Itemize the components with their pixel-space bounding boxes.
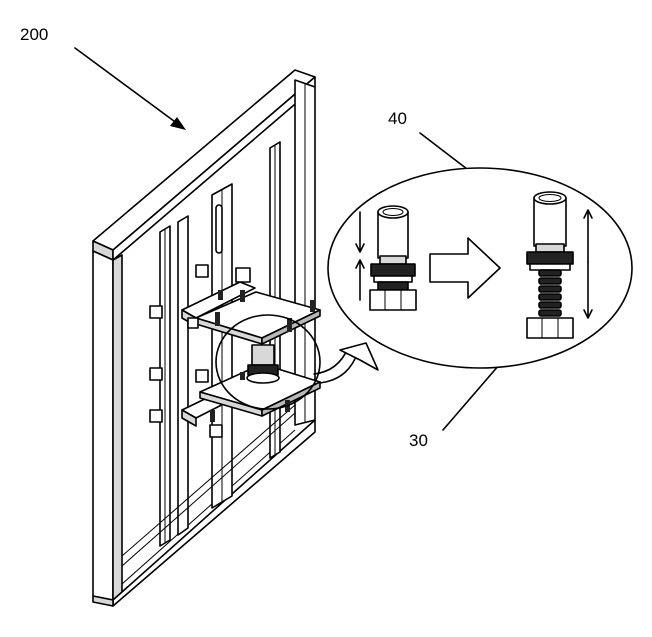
leader-arrow-200 [74,47,186,130]
compress-arrows [355,211,365,301]
callout-arrow [313,342,379,384]
transition-arrow [429,237,501,299]
spring [538,269,562,317]
label-40: 40 [388,109,407,128]
label-30: 30 [409,431,428,450]
actuator-before [369,205,417,311]
detail-circle-small [215,314,321,410]
side-nuts [149,264,251,438]
extend-arrows [583,209,593,319]
label-200: 200 [20,25,48,44]
panel-frame [92,69,316,607]
actuator-after [526,191,574,339]
